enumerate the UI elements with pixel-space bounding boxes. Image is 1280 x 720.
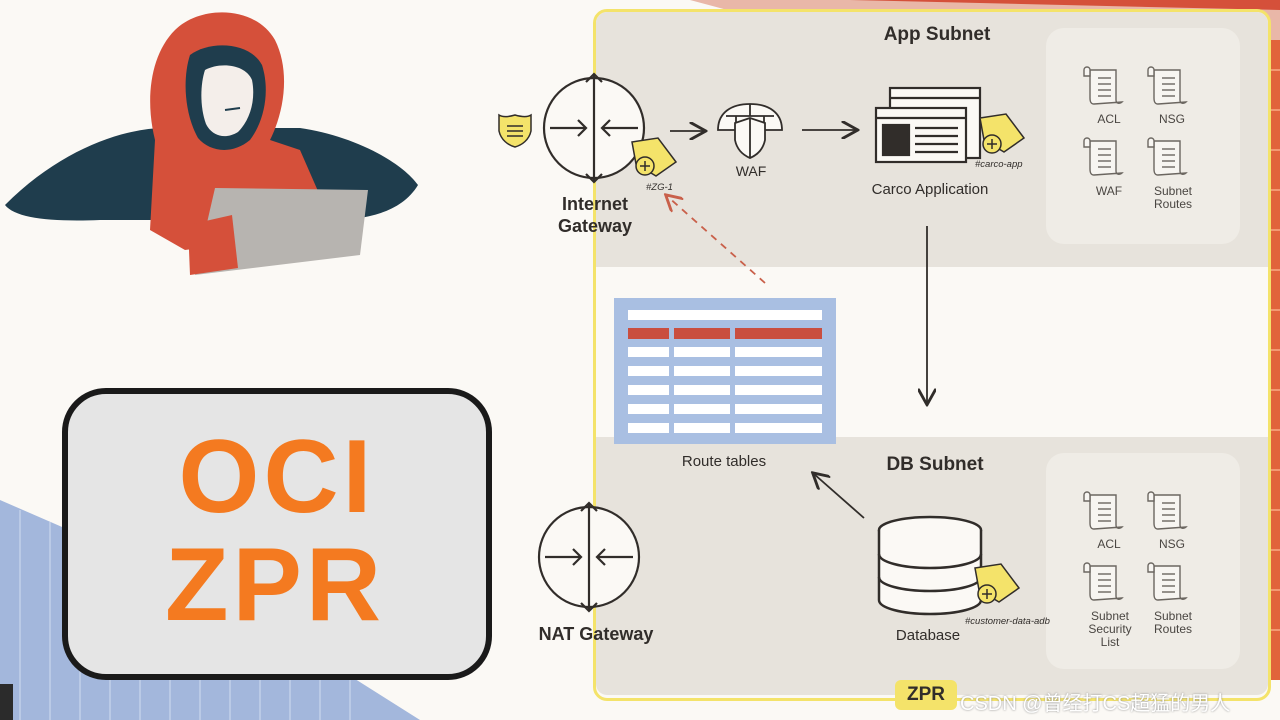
app-policy-panel [1046, 28, 1240, 244]
zpr-badge: ZPR [895, 680, 957, 710]
app-policy-subnet-routes: Subnet Routes [1153, 184, 1193, 211]
shield-icon [498, 113, 532, 148]
tag-plus-icon [979, 113, 1026, 154]
title-box [62, 388, 492, 680]
title-line1: OCI [178, 419, 376, 535]
db-subnet-title: DB Subnet [886, 454, 984, 475]
app-subnet-title: App Subnet [883, 24, 991, 45]
policy-document-icon [1147, 66, 1188, 105]
policy-document-icon [1083, 562, 1124, 601]
title-line2: ZPR [165, 527, 385, 643]
db-policy-subnet-security-list: Subnet Security List [1088, 609, 1132, 649]
policy-document-icon [1147, 491, 1188, 530]
app-policy-acl: ACL [1097, 112, 1121, 126]
app-policy-waf: WAF [1095, 184, 1123, 198]
carco-app-label: Carco Application [871, 181, 989, 198]
hacker-illustration [5, 12, 418, 275]
policy-document-icon [1147, 137, 1188, 176]
policy-document-icon [1147, 562, 1188, 601]
db-policy-panel [1046, 453, 1240, 669]
internet-gateway-tag: #ZG-1 [646, 182, 673, 193]
route-table-icon [614, 298, 836, 444]
application-icon [874, 86, 982, 164]
app-policy-nsg: NSG [1158, 112, 1186, 126]
nat-router-icon [537, 501, 641, 613]
tag-plus-icon [631, 137, 678, 177]
route-tables-label: Route tables [681, 453, 767, 470]
policy-document-icon [1083, 491, 1124, 530]
db-policy-nsg: NSG [1158, 537, 1186, 551]
db-policy-acl: ACL [1097, 537, 1121, 551]
policy-document-icon [1083, 137, 1124, 176]
watermark: CSDN @曾经打CS超猛的男人 [960, 693, 1231, 715]
internet-gateway-label: Internet Gateway [557, 194, 633, 236]
router-icon [542, 72, 646, 184]
nat-gateway-label: NAT Gateway [538, 624, 654, 644]
database-tag: #customer-data-adb [965, 616, 1050, 627]
waf-label: WAF [735, 163, 767, 179]
database-label: Database [895, 627, 961, 644]
carco-app-tag: #carco-app [975, 159, 1023, 170]
policy-document-icon [1083, 66, 1124, 105]
database-icon [877, 515, 983, 616]
firewall-icon [717, 103, 783, 159]
db-policy-subnet-routes: Subnet Routes [1153, 609, 1193, 636]
tag-plus-icon [974, 563, 1021, 604]
